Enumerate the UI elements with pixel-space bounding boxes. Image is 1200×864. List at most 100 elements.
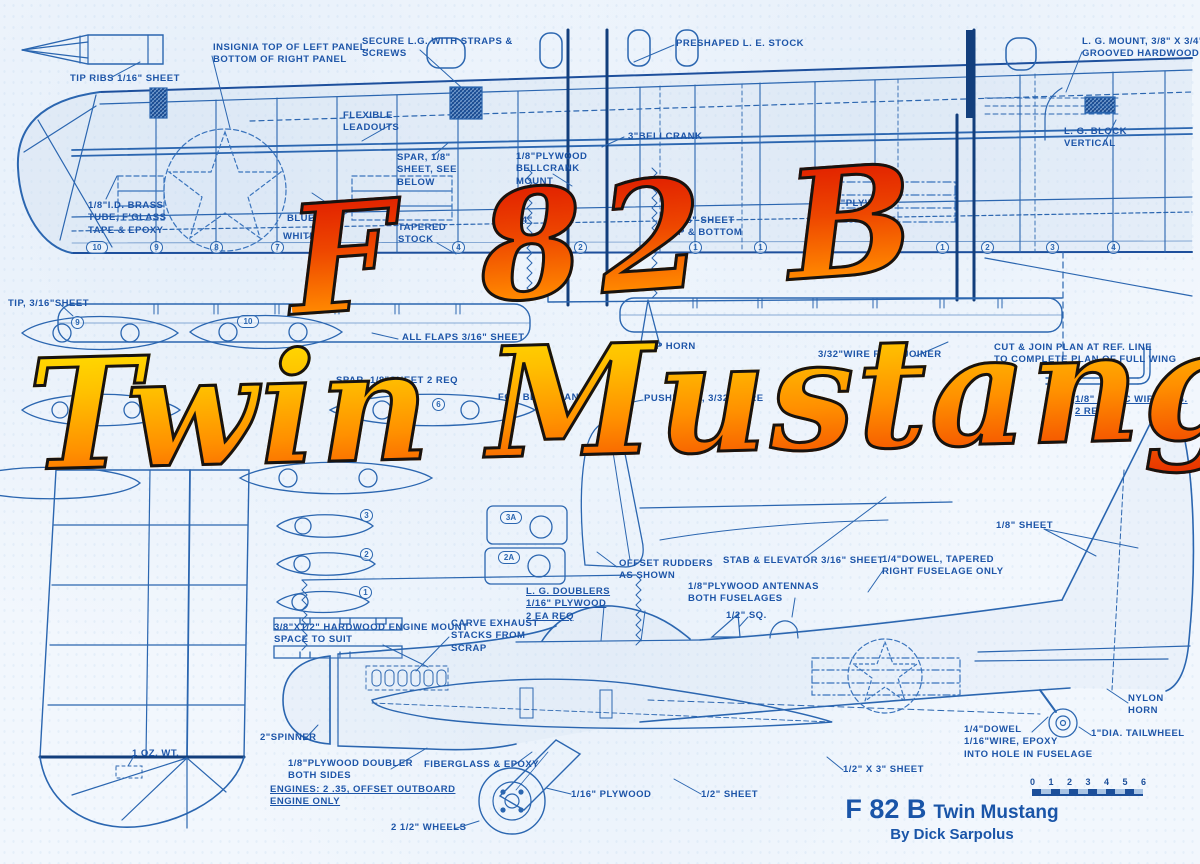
annotation-oz-wt: 1 OZ. WT. [132,748,180,759]
ruler-segment [1106,789,1116,794]
fuselage-side-view [282,414,1195,835]
star-insignia-right-panel [814,181,956,223]
ruler-tick-6: 6 [1141,777,1147,787]
annotation-secure-lg: SECURE L.G. WITH STRAPS & SCREWS [362,36,513,60]
annotation-preshaped-le: PRESHAPED L. E. STOCK [676,38,805,49]
star-insignia-wing [117,128,453,252]
fin-template [38,469,250,829]
part-number-9: 9 [150,241,163,254]
part-number-2: 2 [360,548,373,561]
part-number-2: 2 [981,241,994,254]
part-number-10: 10 [237,315,259,328]
annotation-half-sheet: 1/2" SHEET [701,789,759,800]
rib-templates [0,314,568,614]
annotation-engines-note: ENGINES: 2 .35, OFFSET OUTBOARD ENGINE O… [270,784,456,808]
ruler-tick-0: 0 [1030,777,1036,787]
ruler-segment [1115,789,1125,794]
annotation-quarter-frag: 1/4" [513,215,533,227]
part-number-8: 8 [210,241,223,254]
annotation-lg-doublers: L. G. DOUBLERS 1/16" PLYWOOD 2 EA REQ [526,586,611,622]
annotation-bellcrank-3in: 3"BELLCRANK [628,131,703,142]
ruler-segment [1050,789,1060,794]
ruler-segment [1133,789,1143,794]
wing-plan-view [16,28,1193,307]
annotation-tip-ribs: TIP RIBS 1/16" SHEET [70,73,180,84]
annotation-tip-316: TIP, 3/16"SHEET [8,298,89,309]
annotation-plywood-116: 1/16" PLYWOOD [571,789,652,800]
annotation-tailwheel: 1"DIA. TAILWHEEL [1091,728,1185,739]
ruler-tick-4: 4 [1104,777,1110,787]
annotation-ply-antennas: 1/8"PLYWOOD ANTENNAS BOTH FUSELAGES [688,581,819,605]
scale-ruler-bar [1032,789,1143,796]
annotation-brass-tube: 1/8"I.D. BRASS TUBE, F'GLASS TAPE & EPOX… [88,200,167,236]
annotation-wheels: 2 1/2" WHEELS [391,822,467,833]
ruler-segment [1087,789,1097,794]
annotation-tail-dowel: 1/4"DOWEL 1/16"WIRE, EPOXY INTO HOLE IN … [964,724,1093,760]
plan-title-name: Twin Mustang [24,293,1200,507]
part-number-1: 1 [754,241,767,254]
annotation-flap-horn: FLAP HORN [636,341,696,353]
ruler-segment [1069,789,1079,794]
leader-lines [60,44,1139,830]
annotation-blue: BLUE [287,213,315,225]
part-number-4: 4 [452,241,465,254]
part-number-1: 1 [869,241,882,254]
annotation-offset-rudders: OFFSET RUDDERS AS SHOWN [619,558,714,582]
annotation-stab-elevator: STAB & ELEVATOR 3/16" SHEET [723,555,884,566]
annotation-nylon-horn: NYLON HORN [1128,693,1164,717]
ruler-segment [1032,789,1042,794]
part-number-2A: 2A [498,551,520,564]
title-block-byline: By Dick Sarpolus [890,826,1014,843]
ruler-segment [1096,789,1106,794]
part-number-10: 10 [86,241,108,254]
annotation-half-x3-sheet: 1/2" X 3" SHEET [843,764,924,775]
ruler-segment [1041,789,1051,794]
tip-rib-detail [21,34,164,65]
annotation-spinner: 2"SPINNER [260,732,317,743]
part-number-9: 9 [71,316,84,329]
part-number-1: 1 [936,241,949,254]
part-number-8: 8 [74,393,87,406]
part-number-6: 6 [432,398,445,411]
part-number-1: 1 [689,241,702,254]
part-number-2: 2 [574,241,587,254]
annotation-lg-mount: L. G. MOUNT, 3/8" X 3/4" GROOVED HARDWOO… [1082,36,1200,60]
annotation-flexible-leadouts: FLEXIBLE LEADOUTS [343,110,400,134]
annotation-ply-doubler: 1/8"PLYWOOD DOUBLER BOTH SIDES [288,758,414,782]
annotation-all-flaps: ALL FLAPS 3/16" SHEET [402,332,525,344]
annotation-spar-see-below: SPAR, 1/8" SHEET, SEE BELOW [397,152,456,188]
annotation-sheet-top-bottom: 1/16" SHEET TOP & BOTTOM [664,215,742,240]
annotation-white: WHITE [283,231,316,243]
ruler-segment [1059,789,1069,794]
part-number-1: 1 [359,586,372,599]
part-number-3: 3 [360,509,373,522]
annotation-dowel-tapered: 1/4"DOWEL, TAPERED RIGHT FUSELAGE ONLY [882,554,1004,578]
ruler-tick-3: 3 [1085,777,1091,787]
part-number-3A: 3A [500,511,522,524]
part-number-4: 4 [1107,241,1120,254]
annotation-red: RED [336,202,358,214]
part-number-7: 7 [271,241,284,254]
annotation-tapered-stock: TAPERED STOCK [398,222,446,247]
ruler-segment [1078,789,1088,794]
annotation-wire-flap-joiner: 3/32"WIRE FLAP JOINER [818,349,942,361]
part-number-3: 3 [1046,241,1059,254]
annotation-ply-joiner: 1/8"PLYWOOD JOINER [826,198,897,223]
annotation-spar-2req: SPAR, 1/8"SHEET 2 REQ [336,375,458,387]
flaps [57,251,1193,431]
annotation-eighth-sheet: 1/8" SHEET [996,520,1054,531]
title-block-model: F 82 B [845,794,927,824]
ruler-segment [1124,789,1134,794]
annotation-half-sq: 1/2" SQ. [726,610,767,621]
annotation-lg-block: L. G. BLOCK VERTICAL [1064,126,1128,150]
rudder-template [580,417,953,568]
annotation-engine-mount: 3/8"X1/2" HARDWOOD ENGINE MOUNT SPACE TO… [274,622,469,646]
